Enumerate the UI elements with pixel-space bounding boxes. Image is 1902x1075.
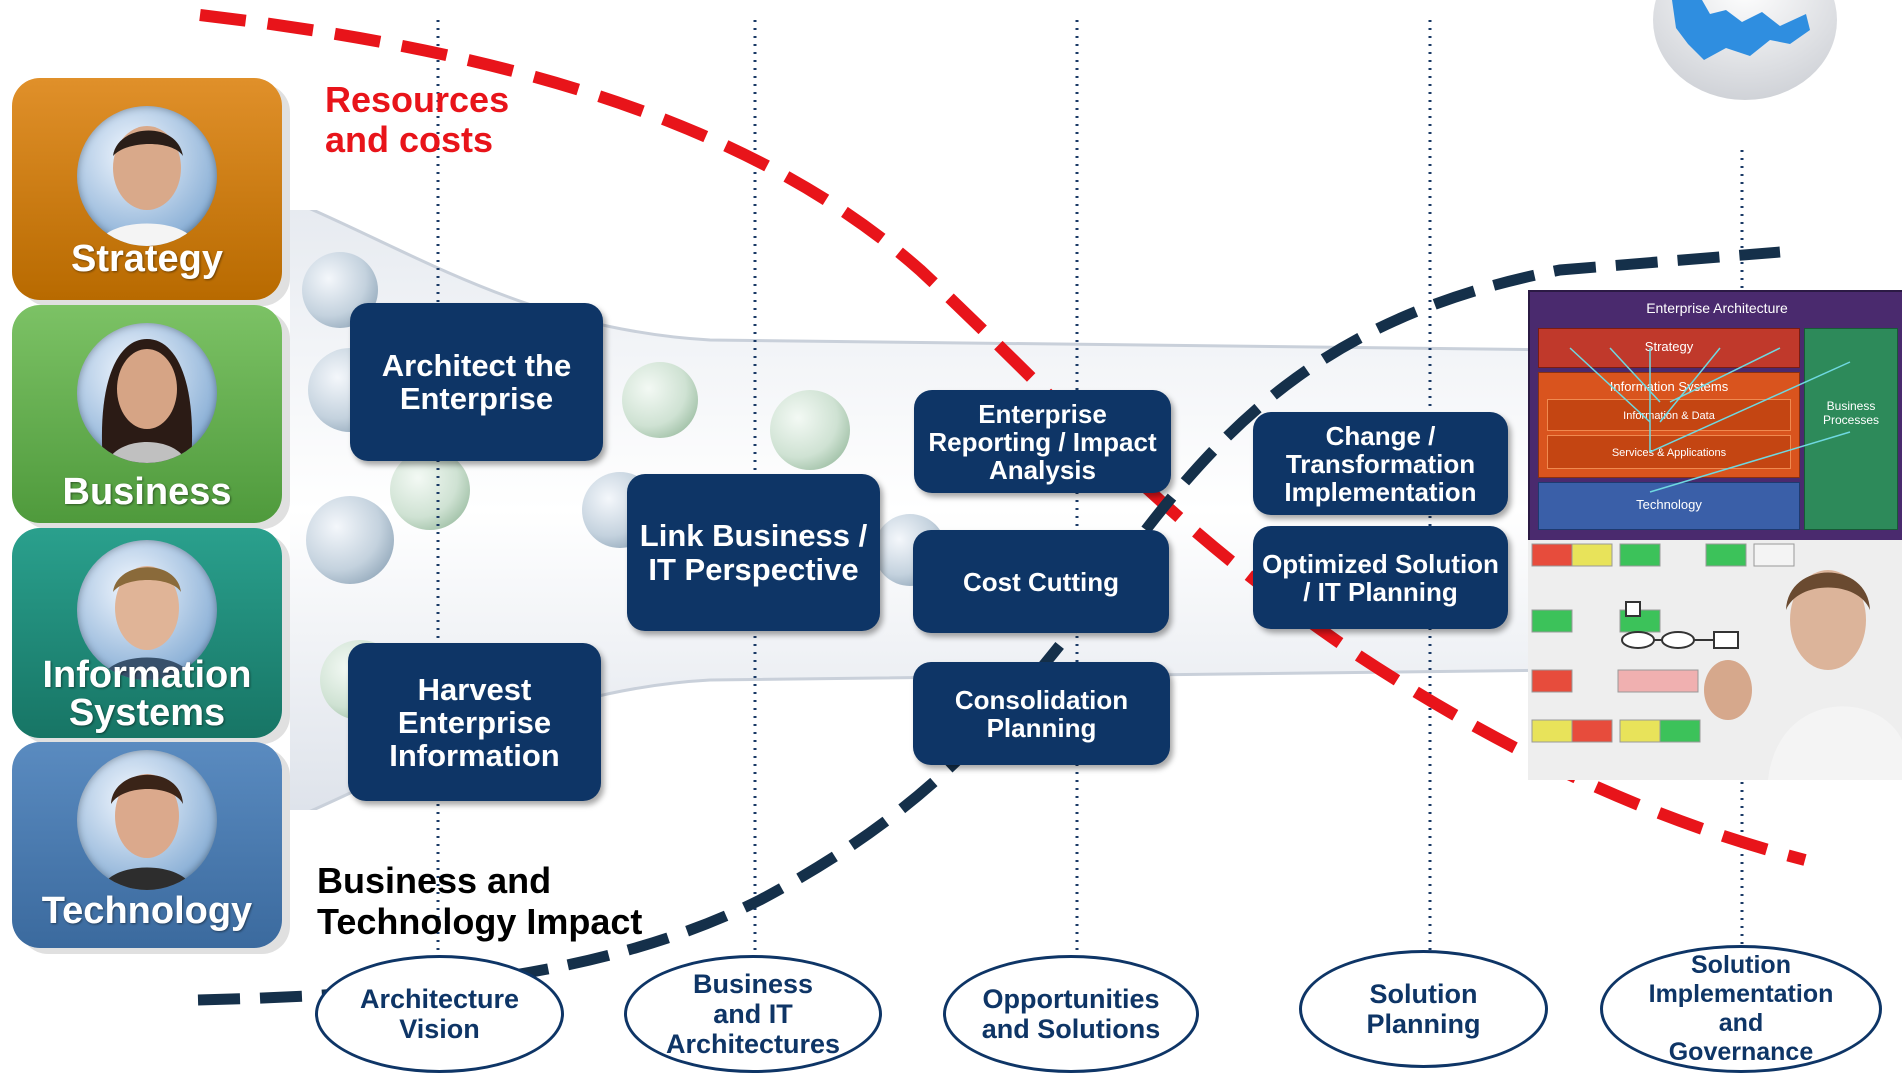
box-line: Enterprise (978, 398, 1107, 429)
box-line: Consolidation (954, 684, 1129, 715)
capability-cost-cutting: Cost Cutting (913, 530, 1169, 633)
role-technology: Technology (12, 742, 282, 948)
stage-line: and Solutions (981, 1014, 1161, 1044)
role-information-systems: Information Systems (12, 528, 282, 738)
stage-line: Vision (399, 1014, 480, 1044)
role-business: Business (12, 305, 282, 523)
stage-line: Implementation (1648, 980, 1834, 1008)
box-line: Planning (986, 712, 1097, 743)
ea-strategy-block: Strategy (1538, 328, 1800, 368)
box-line: Transformation (1285, 448, 1476, 479)
role-label-line: Systems (68, 692, 226, 734)
ea-technology-label: Technology (1636, 497, 1702, 512)
ea-strategy-label: Strategy (1644, 339, 1694, 354)
impact-label: Business and Technology Impact (317, 860, 642, 942)
box-line: Reporting / Impact (928, 426, 1157, 457)
box-line: Architect the (381, 348, 572, 383)
box-line: Information (389, 737, 560, 773)
box-line: IT Perspective (648, 551, 859, 587)
box-line: Harvest (417, 671, 532, 707)
ea-services-label: Services & Applications (1611, 447, 1727, 459)
annotation-line: Resources (325, 79, 510, 120)
ea-bp-line: Processes (1822, 413, 1880, 427)
ea-business-processes-block: Business Processes (1804, 328, 1898, 530)
box-line: Enterprise (397, 704, 552, 740)
avatar (77, 540, 217, 680)
stage-line: Solution (1369, 979, 1478, 1009)
stage-line: Business (692, 969, 814, 999)
annotation-line: Technology Impact (317, 901, 643, 942)
stage-line: Planning (1366, 1009, 1481, 1039)
ea-services-apps-block: Services & Applications (1547, 435, 1791, 469)
scorecard-image (1528, 540, 1902, 780)
role-label-line: Information (42, 654, 252, 696)
box-line: Implementation (1284, 476, 1477, 507)
resources-costs-label: Resources and costs (325, 80, 509, 160)
annotation-line: Business and (317, 860, 552, 901)
ea-technology-block: Technology (1538, 482, 1800, 530)
stage-line: Opportunities (982, 984, 1160, 1014)
role-label: Strategy (70, 238, 224, 280)
box-line: Link Business / (639, 517, 868, 553)
box-line: Cost Cutting (963, 566, 1119, 597)
box-line: / IT Planning (1303, 576, 1458, 607)
box-line: Optimized Solution (1262, 548, 1499, 579)
capability-optimized-solution: Optimized Solution/ IT Planning (1253, 526, 1508, 629)
avatar (77, 323, 217, 463)
stage-line: Architecture (359, 984, 520, 1014)
role-strategy: Strategy (12, 78, 282, 300)
stage-line: Governance (1668, 1038, 1814, 1066)
avatar (77, 750, 217, 890)
enterprise-architecture-panel: Enterprise Architecture Strategy Informa… (1528, 290, 1902, 542)
avatar (77, 106, 217, 246)
scorecard-grid (1528, 540, 1902, 780)
box-line: Enterprise (399, 381, 554, 416)
ea-title: Enterprise Architecture (1646, 300, 1788, 316)
ea-is-label: Information Systems (1609, 379, 1729, 394)
box-line: Change / (1325, 420, 1436, 451)
role-label: Technology (41, 890, 253, 932)
ea-bp-line: Business (1826, 399, 1876, 413)
stage-line: and IT (713, 999, 793, 1029)
ea-connections (1569, 347, 1851, 493)
capability-link-business-it: Link Business /IT Perspective (627, 474, 880, 631)
stage-line: and (1718, 1009, 1764, 1037)
annotation-line: and costs (325, 119, 494, 160)
role-label: Information Systems (12, 656, 282, 732)
ea-info-data-block: Information & Data (1547, 399, 1791, 431)
role-label: Business (62, 471, 232, 513)
puzzle-globe-icon (1653, 0, 1837, 100)
stage-line: Solution (1691, 951, 1791, 979)
stage-line: Architectures (665, 1029, 841, 1059)
box-line: Analysis (989, 454, 1096, 485)
